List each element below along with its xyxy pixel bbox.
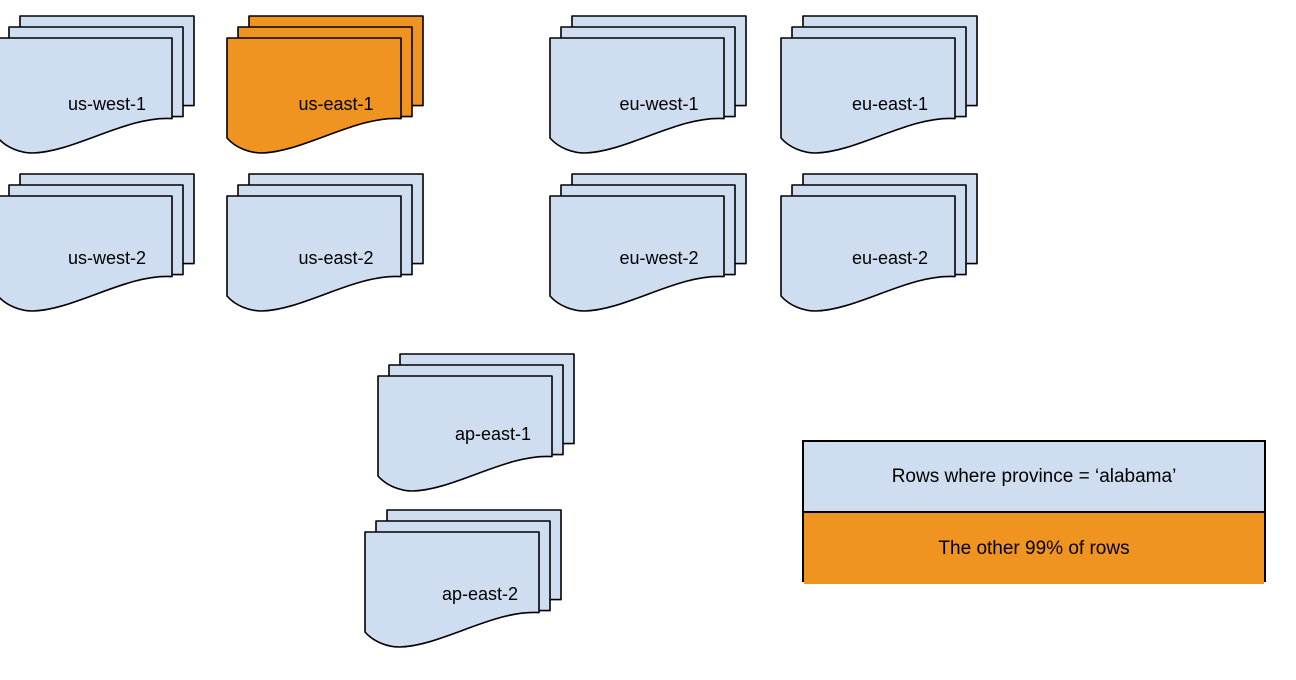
region-stack-ap-east-1[interactable]: ap-east-1 <box>377 353 578 506</box>
region-stack-shape <box>0 173 195 312</box>
region-stack-shape <box>780 15 978 154</box>
legend-blue-label: Rows where province = ‘alabama’ <box>891 465 1177 487</box>
region-sheet-front <box>226 195 402 312</box>
region-stack-shape <box>549 15 747 154</box>
region-stack-us-west-2[interactable]: us-west-2 <box>0 173 198 326</box>
region-sheet-front <box>0 37 173 154</box>
region-stack-shape <box>549 173 747 312</box>
region-sheet-front <box>364 531 540 648</box>
region-sheet-front <box>0 195 173 312</box>
region-stack-eu-west-1[interactable]: eu-west-1 <box>549 15 750 168</box>
region-stack-us-east-1[interactable]: us-east-1 <box>226 15 427 168</box>
region-stack-shape <box>226 15 424 154</box>
region-stack-eu-west-2[interactable]: eu-west-2 <box>549 173 750 326</box>
region-stack-eu-east-2[interactable]: eu-east-2 <box>780 173 981 326</box>
legend-box: Rows where province = ‘alabama’ The other… <box>802 440 1266 584</box>
region-stack-shape <box>780 173 978 312</box>
region-sheet-front <box>226 37 402 154</box>
region-stack-shape <box>364 509 562 648</box>
region-sheet-front <box>377 375 553 492</box>
region-sheet-front <box>549 37 725 154</box>
region-sheet-front <box>780 37 956 154</box>
region-stack-us-west-1[interactable]: us-west-1 <box>0 15 198 168</box>
legend-orange-label: The other 99% of rows <box>938 537 1130 559</box>
region-stack-us-east-2[interactable]: us-east-2 <box>226 173 427 326</box>
region-stack-ap-east-2[interactable]: ap-east-2 <box>364 509 565 662</box>
region-stack-shape <box>226 173 424 312</box>
region-stack-eu-east-1[interactable]: eu-east-1 <box>780 15 981 168</box>
legend-orange: The other 99% of rows <box>804 513 1264 584</box>
legend-blue: Rows where province = ‘alabama’ <box>804 442 1264 513</box>
region-sheet-front <box>549 195 725 312</box>
region-stack-shape <box>0 15 195 154</box>
region-stack-shape <box>377 353 575 492</box>
region-sheet-front <box>780 195 956 312</box>
